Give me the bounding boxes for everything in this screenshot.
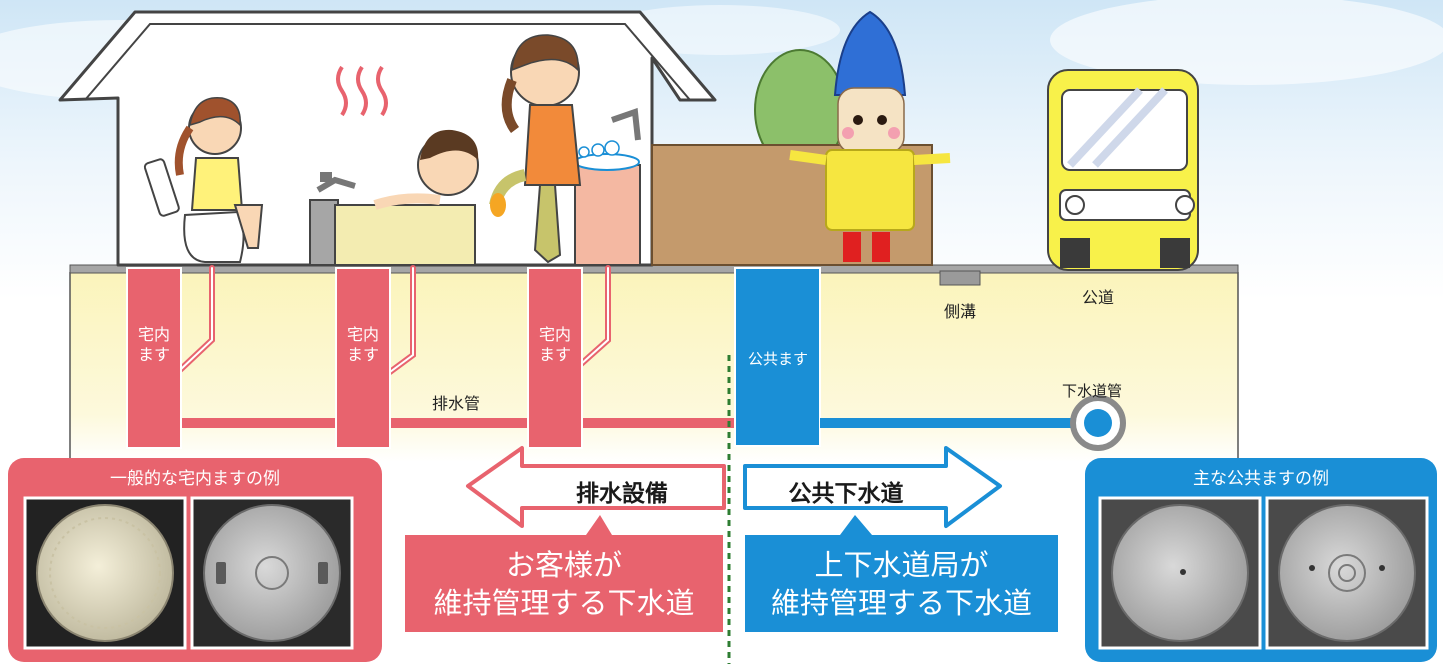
ground	[70, 272, 1238, 462]
left-callout-box	[405, 515, 723, 632]
public-box-label: 公共ます	[747, 350, 808, 368]
private-box-label-3: 宅内 ます	[538, 325, 571, 364]
side-ditch-label: 側溝	[944, 302, 977, 321]
left-panel-title: 一般的な宅内ますの例	[110, 469, 280, 489]
private-box-label-1: 宅内 ます	[137, 325, 170, 364]
right-callout-text: 上下水道局が 維持管理する下水道	[770, 548, 1032, 620]
right-arrow	[743, 446, 1002, 528]
left-arrow	[466, 446, 726, 528]
left-arrow-label: 排水設備	[576, 481, 668, 507]
private-inspection-box-3	[527, 267, 583, 449]
right-panel: 主な公共ますの例	[1085, 458, 1437, 498]
private-inspection-box-1	[126, 267, 182, 449]
side-ditch	[939, 270, 981, 286]
drain-pipe	[180, 418, 735, 428]
bathtub	[334, 204, 476, 266]
left-panel: 一般的な宅内ますの例	[8, 458, 382, 498]
private-box-label-2: 宅内 ます	[346, 325, 379, 364]
left-callout-text: お客様が 維持管理する下水道	[433, 548, 695, 620]
right-callout-box	[745, 515, 1058, 632]
sewer-main-label: 下水道管	[1062, 382, 1123, 400]
public-inspection-box	[734, 267, 821, 447]
public-pipe	[820, 418, 1090, 428]
sink	[574, 164, 641, 266]
public-road-label: 公道	[1082, 288, 1115, 307]
right-arrow-label: 公共下水道	[788, 481, 904, 507]
private-inspection-box-2	[335, 267, 391, 449]
right-panel-title: 主な公共ますの例	[1193, 469, 1329, 489]
drain-pipe-label: 排水管	[432, 394, 481, 413]
